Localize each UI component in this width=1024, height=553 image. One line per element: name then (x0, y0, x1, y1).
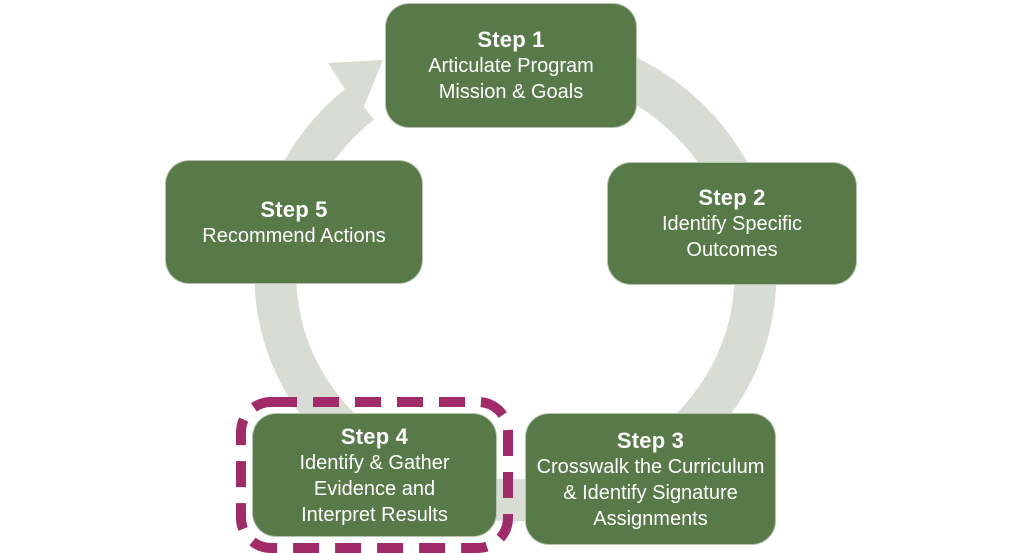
step-1-title: Step 1 (477, 27, 545, 52)
step-4-title: Step 4 (340, 423, 409, 449)
step-4-line: Evidence and (313, 477, 436, 500)
cycle-arrow-head-icon (328, 60, 383, 114)
step-4-box: Step 4 Identify & Gather Evidence and In… (252, 413, 497, 537)
step-1-line: Articulate Program (428, 55, 594, 77)
step-4-highlight-border (236, 397, 513, 553)
step-3-line: Assignments (593, 507, 708, 530)
step-3-line: & Identify Signature (563, 481, 738, 504)
step-4-line: Interpret Results (301, 503, 448, 526)
step-3-title: Step 3 (616, 427, 685, 453)
step-2-line: Identify Specific (661, 213, 803, 235)
step-1-line: Mission & Goals (438, 81, 584, 103)
step-3-box: Step 3 Crosswalk the Curriculum & Identi… (525, 413, 776, 545)
step-4-line: Identify & Gather (299, 451, 450, 474)
step-1-box: Step 1 Articulate Program Mission & Goal… (385, 3, 637, 128)
step-3-line: Crosswalk the Curriculum (536, 455, 765, 478)
step-5-box: Step 5 Recommend Actions (165, 160, 423, 284)
step-5-title: Step 5 (260, 196, 328, 222)
step-2-title: Step 2 (698, 185, 766, 210)
step-2-line: Outcomes (686, 239, 778, 261)
step-5-line: Recommend Actions (202, 224, 386, 247)
step-2-box: Step 2 Identify Specific Outcomes (607, 162, 857, 285)
